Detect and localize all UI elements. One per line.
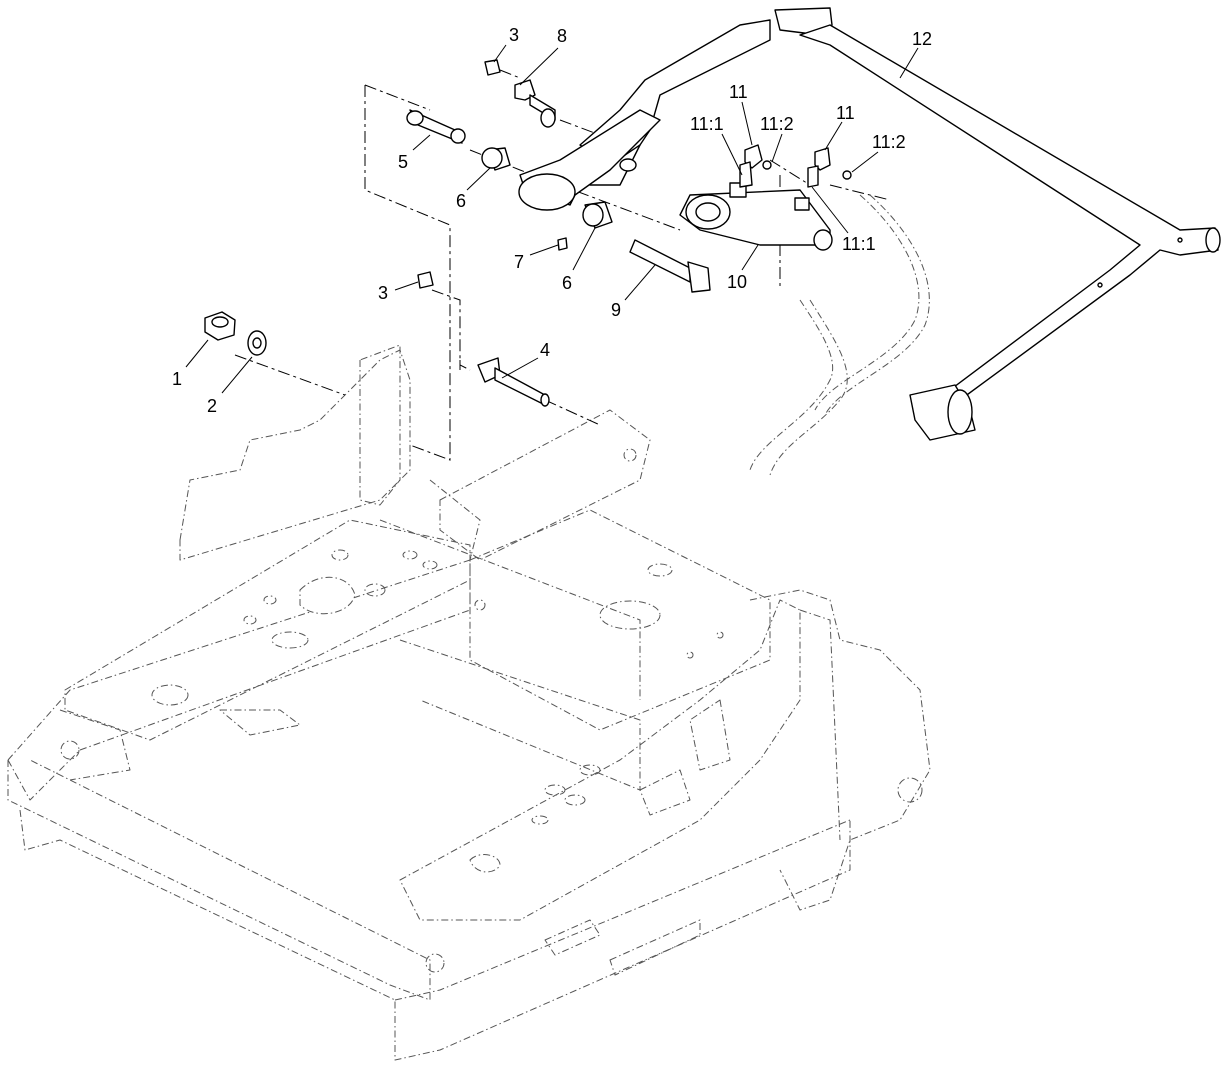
arm-tube [518, 109, 661, 211]
part-1-nut [204, 311, 236, 341]
part-10-cylinder [679, 182, 833, 251]
callout-12: 12 [912, 29, 932, 49]
callout-3-upper: 3 [509, 25, 519, 45]
callout-6-upper: 6 [456, 191, 466, 211]
part-12-handle-bar [579, 7, 1221, 441]
callout-11-2-right: 11:2 [872, 132, 906, 152]
callout-3-lower: 3 [378, 283, 388, 303]
hydraulic-hoses [749, 194, 930, 476]
callout-11-right: 11 [836, 103, 855, 123]
part-6-bushing-upper [481, 147, 511, 171]
callout-11-1-right: 11:1 [842, 234, 876, 254]
part-3-bolt-upper [484, 59, 501, 76]
part-4-pin [477, 357, 550, 407]
part-11-2-oring-right [842, 170, 852, 180]
callout-9: 9 [611, 300, 621, 320]
part-11-2-oring-left [762, 160, 772, 170]
callout-6-lower: 6 [562, 273, 572, 293]
callout-8: 8 [557, 26, 567, 46]
callout-7: 7 [514, 252, 524, 272]
callout-labels: 1 2 3 3 4 5 6 6 7 8 9 10 11 11 11:1 11:1… [172, 25, 932, 416]
part-11-fitting-right [807, 147, 831, 188]
part-3-bolt-lower [417, 271, 434, 289]
part-8-plate [514, 79, 556, 128]
part-6-bushing-lower [582, 201, 613, 229]
part-5-sleeve [406, 109, 466, 144]
callout-11-1-left: 11:1 [690, 114, 724, 134]
callout-10: 10 [727, 272, 747, 292]
callout-1: 1 [172, 369, 182, 389]
leader-lines [185, 44, 919, 394]
part-11-fitting-left [739, 144, 763, 188]
callout-11-left: 11 [729, 82, 748, 102]
callout-4: 4 [540, 340, 550, 360]
callout-5: 5 [398, 152, 408, 172]
part-2-washer [247, 330, 267, 356]
mower-frame [7, 344, 931, 1061]
part-9-bolt [629, 239, 711, 293]
callout-2: 2 [207, 396, 217, 416]
part-7-grease-fitting [557, 237, 568, 251]
callout-11-2-left: 11:2 [760, 114, 794, 134]
